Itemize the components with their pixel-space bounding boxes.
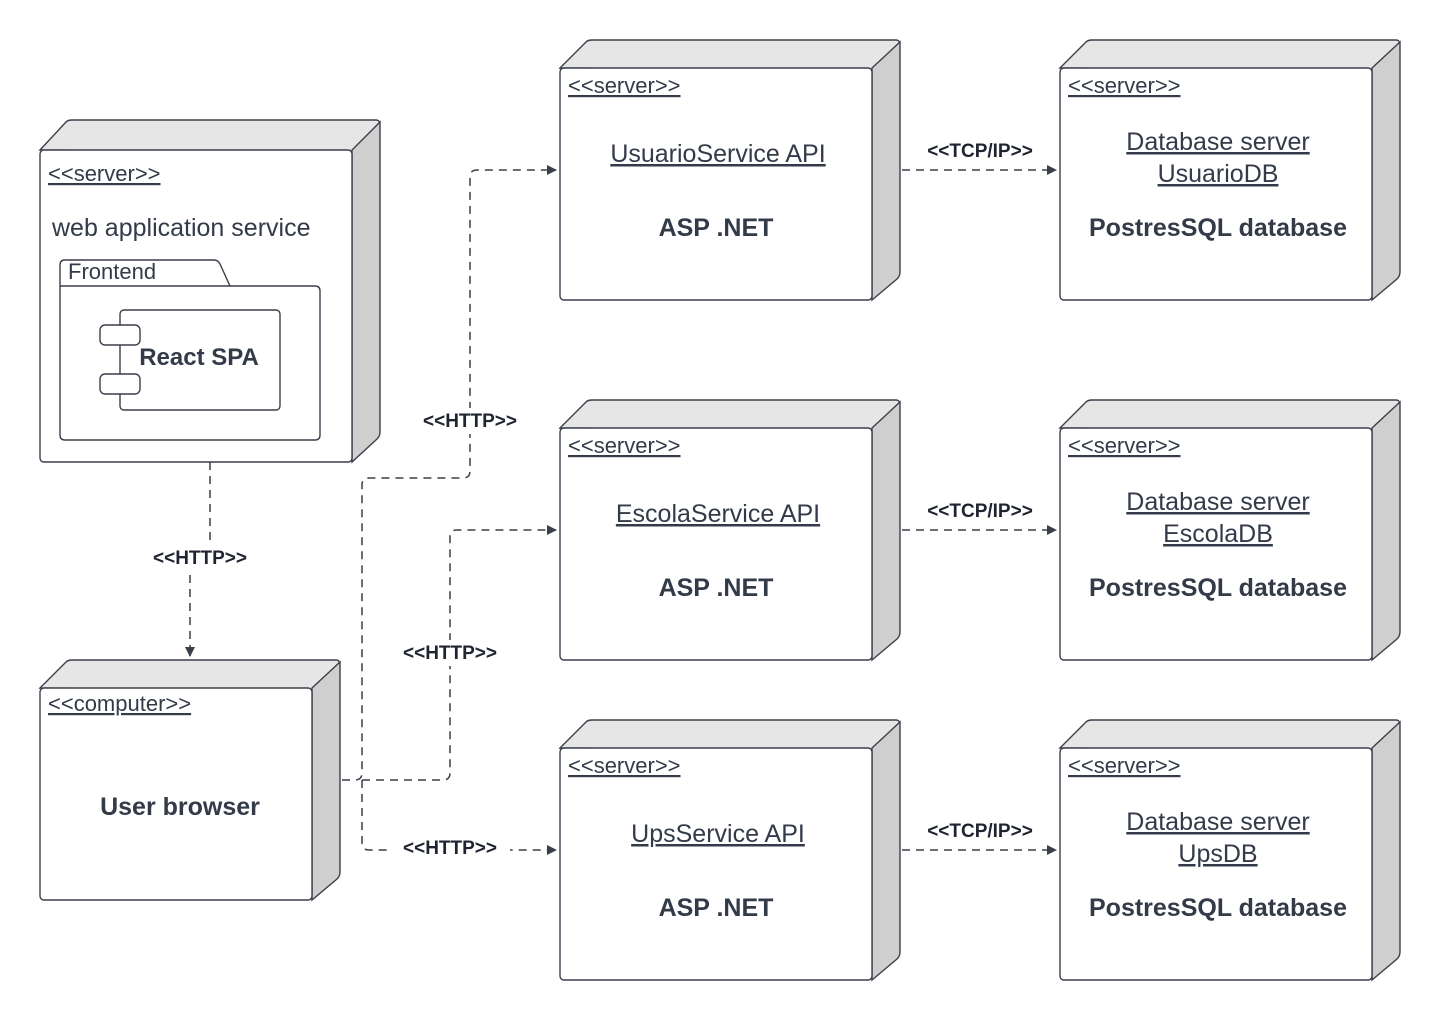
node-usuario-db[interactable]: <<server>> Database server UsuarioDB Pos… [1058,39,1401,302]
node-name-line1: Database server [1126,488,1309,516]
node-ups-db[interactable]: <<server>> Database server UpsDB Postres… [1058,719,1401,982]
node-name-line2: UsuarioDB [1158,160,1279,188]
node-tech: PostresSQL database [1089,214,1347,242]
node-ups-service-api[interactable]: <<server>> UpsService API ASP .NET [558,719,901,982]
node-stereotype: <<server>> [1068,753,1181,778]
node-tech: ASP .NET [659,574,774,602]
edge-label-web-to-browser: <<HTTP>> [153,548,247,569]
node-stereotype: <<server>> [48,161,161,186]
edge-browser-to-usuario [342,165,557,781]
node-stereotype: <<server>> [568,73,681,98]
node-name: UsuarioService API [610,140,825,168]
node-usuario-service-api[interactable]: <<server>> UsuarioService API ASP .NET [558,39,901,302]
node-title: User browser [100,793,260,821]
component-port-icon [99,324,141,346]
node-name: EscolaService API [616,500,820,528]
node-title: web application service [51,214,310,242]
node-escola-db[interactable]: <<server>> Database server EscolaDB Post… [1058,399,1401,662]
node-stereotype: <<server>> [568,433,681,458]
node-web-application-service[interactable]: <<server>> web application service Front… [38,119,381,464]
node-tech: ASP .NET [659,894,774,922]
component-label: React SPA [139,344,259,371]
node-stereotype: <<computer>> [48,691,191,716]
edge-label-escola-to-db: <<TCP/IP>> [927,501,1033,522]
edge-label-browser-to-ups: <<HTTP>> [403,838,497,859]
node-name-line2: UpsDB [1178,840,1257,868]
node-tech: ASP .NET [659,214,774,242]
edge-web-to-browser [189,462,211,650]
node-tech: PostresSQL database [1089,894,1347,922]
edge-label-browser-to-usuario: <<HTTP>> [423,411,517,432]
node-stereotype: <<server>> [568,753,681,778]
package-label: Frontend [68,259,156,284]
node-tech: PostresSQL database [1089,574,1347,602]
component-port-icon [99,373,141,395]
edge-label-usuario-to-db: <<TCP/IP>> [927,141,1033,162]
node-name: UpsService API [631,820,805,848]
edge-browser-to-ups [361,780,557,855]
node-name-line2: EscolaDB [1163,520,1273,548]
node-name-line1: Database server [1126,128,1309,156]
edge-label-browser-to-escola: <<HTTP>> [403,643,497,664]
edge-label-ups-to-db: <<TCP/IP>> [927,821,1033,842]
node-escola-service-api[interactable]: <<server>> EscolaService API ASP .NET [558,399,901,662]
node-stereotype: <<server>> [1068,73,1181,98]
node-user-browser[interactable]: <<computer>> User browser [38,659,341,902]
node-stereotype: <<server>> [1068,433,1181,458]
component-react-spa: React SPA [99,309,281,411]
node-name-line1: Database server [1126,808,1309,836]
edge-labels: <<HTTP>> <<HTTP>> <<HTTP>> <<HTTP>> <<TC… [140,141,1033,862]
